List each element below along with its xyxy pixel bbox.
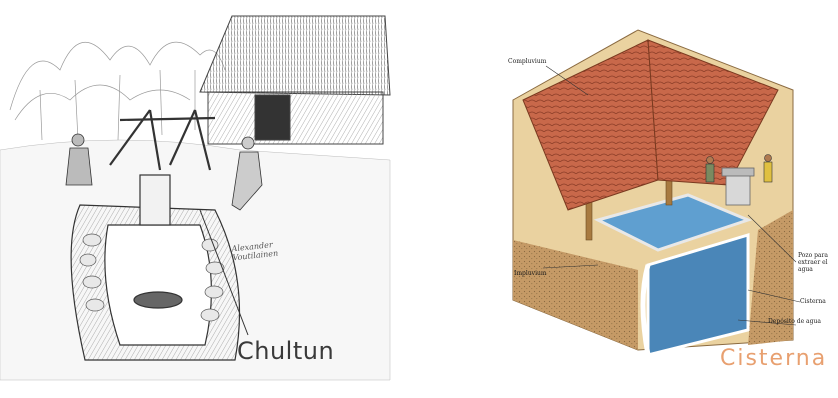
label-compluvium: Compluvium — [508, 58, 546, 65]
label-cisterna: Cisterna — [800, 298, 826, 305]
label-deposito: Depósito de agua — [768, 318, 838, 325]
chultun-illustration: Alexander Voutilainen Chultun — [0, 0, 392, 398]
cisterna-title: Cisterna — [720, 346, 827, 371]
chultun-title: Chultun — [237, 337, 334, 365]
label-impluvium: Impluvium — [514, 270, 547, 277]
cisterna-illustration: Compluvium Impluvium Pozo para extraer e… — [448, 0, 838, 398]
hut — [200, 16, 390, 144]
label-pozo: Pozo para extraer el agua — [798, 252, 838, 273]
well-head — [722, 168, 754, 205]
background-trees — [10, 42, 225, 140]
cisterna-cutaway — [448, 0, 838, 398]
